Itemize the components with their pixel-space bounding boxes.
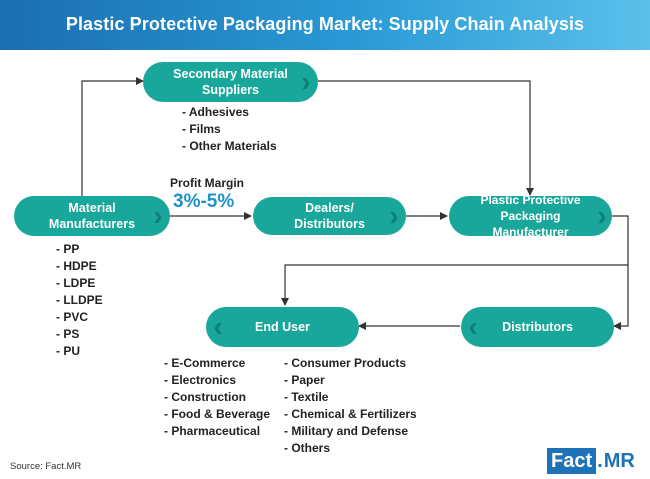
node-material-manufacturers: Material Manufacturers ›	[14, 196, 170, 236]
logo-fact: Fact	[547, 448, 597, 474]
chevron-right-icon: ›	[301, 66, 311, 97]
secondary-items-list: - Adhesives - Films - Other Materials	[182, 104, 277, 155]
header-banner: Plastic Protective Packaging Market: Sup…	[0, 0, 650, 50]
node-label: Dealers/ Distributors	[294, 201, 365, 231]
list-item: - Textile	[284, 390, 329, 404]
node-label: Plastic Protective Packaging Manufacture…	[480, 193, 581, 239]
source-note: Source: Fact.MR	[10, 461, 82, 472]
node-label: Distributors	[502, 320, 573, 334]
factmr-logo: Fact . MR	[547, 448, 643, 474]
end-user-items-right-list: - Consumer Products - Paper - Textile - …	[284, 355, 417, 457]
arrow-secondary-to-plastic	[318, 80, 534, 196]
list-item: - Chemical & Fertilizers	[284, 407, 417, 421]
list-item: - LDPE	[56, 276, 96, 290]
chevron-left-icon: ‹	[213, 311, 223, 342]
list-item: - PS	[56, 327, 80, 341]
material-items-list: - PP - HDPE - LDPE - LLDPE - PVC - PS - …	[56, 241, 103, 360]
list-item: - Construction	[164, 390, 246, 404]
node-plastic-protective-packaging-manufacturer: Plastic Protective Packaging Manufacture…	[449, 193, 612, 239]
list-item: - Consumer Products	[284, 356, 407, 370]
list-item: - PVC	[56, 310, 89, 324]
chevron-left-icon: ‹	[468, 311, 478, 342]
logo-dot: .	[597, 449, 603, 472]
profit-margin-value: 3%-5%	[173, 191, 235, 212]
list-item: - Pharmaceutical	[164, 424, 261, 438]
list-item: - PU	[56, 344, 80, 358]
list-item: - E-Commerce	[164, 356, 246, 370]
node-label: End User	[255, 320, 310, 334]
end-user-items-left-list: - E-Commerce - Electronics - Constructio…	[164, 355, 270, 440]
list-item: - Electronics	[164, 373, 237, 387]
node-distributors: ‹ Distributors	[461, 307, 614, 347]
chevron-right-icon: ›	[597, 200, 607, 231]
list-item: - Paper	[284, 373, 325, 387]
list-item: - LLDPE	[56, 293, 103, 307]
arrow-plastic-to-distributors	[612, 215, 629, 330]
list-item: - Military and Defense	[284, 424, 409, 438]
node-dealers-distributors: Dealers/ Distributors ›	[253, 197, 406, 235]
list-item: - Other Materials	[182, 139, 277, 153]
chevron-right-icon: ›	[153, 200, 163, 231]
arrow-material-to-secondary	[81, 77, 144, 196]
node-label: Secondary Material Suppliers	[173, 67, 288, 97]
list-item: - Food & Beverage	[164, 407, 271, 421]
node-label: Material Manufacturers	[48, 201, 136, 231]
logo-mr: MR	[603, 449, 635, 472]
arrow-plastic-to-enduser	[281, 264, 628, 306]
node-secondary-material-suppliers: Secondary Material Suppliers ›	[143, 62, 318, 102]
list-item: - Others	[284, 441, 331, 455]
list-item: - Adhesives	[182, 105, 249, 119]
list-item: - PP	[56, 242, 80, 256]
list-item: - HDPE	[56, 259, 97, 273]
node-end-user: ‹ End User	[206, 307, 359, 347]
list-item: - Films	[182, 122, 221, 136]
page-title: Plastic Protective Packaging Market: Sup…	[65, 14, 585, 34]
profit-margin-label: Profit Margin	[170, 176, 244, 190]
chevron-right-icon: ›	[389, 200, 399, 231]
